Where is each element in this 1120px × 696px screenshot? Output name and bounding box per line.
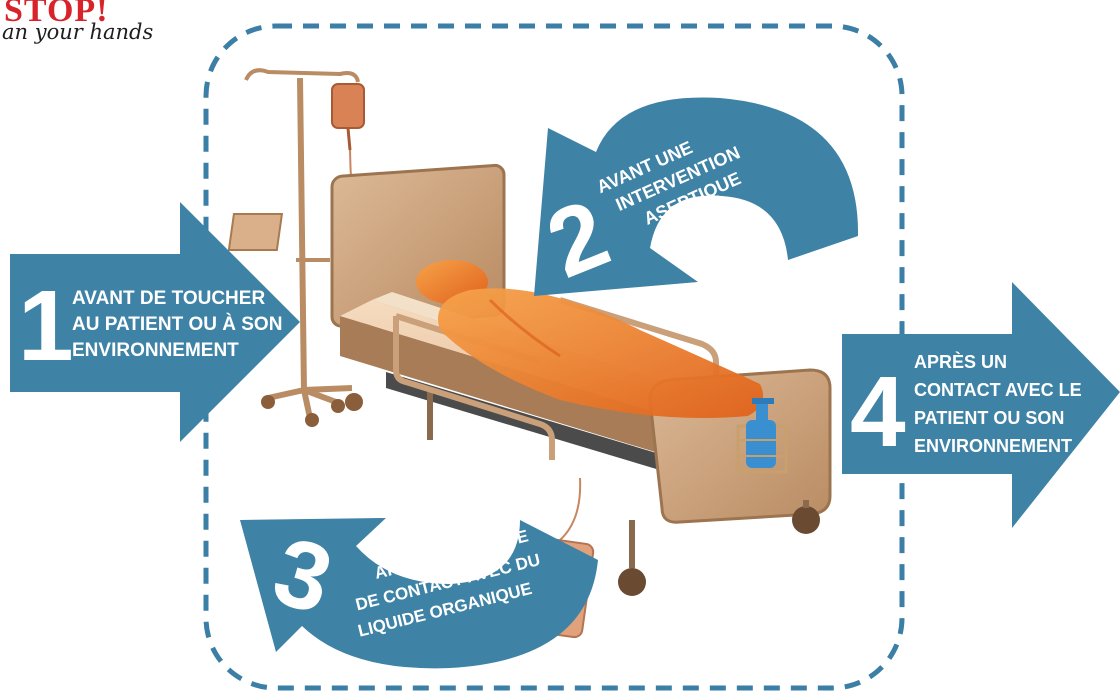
moment-4-line-2: CONTACT AVEC LE bbox=[914, 380, 1082, 400]
moment-4-number: 4 bbox=[850, 356, 906, 468]
moment-4-line-3: PATIENT OU SON bbox=[914, 408, 1064, 428]
moment-1-line-1: AVANT DE TOUCHER bbox=[72, 288, 265, 309]
moment-4-line-1: APRÈS UN bbox=[914, 351, 1007, 372]
moment-3-arrow: 3 APRÈS UN RISQUE DE CONTACT AVEC DU LIQ… bbox=[240, 517, 598, 668]
moment-1-number: 1 bbox=[18, 270, 74, 382]
moment-4-arrow: 4 APRÈS UN CONTACT AVEC LE PATIENT OU SO… bbox=[842, 282, 1120, 528]
stop-logo-tagline: an your hands bbox=[2, 20, 153, 44]
moment-2-arrow: 2 AVANT UNE INTERVENTION ASEPTIQUE bbox=[533, 97, 858, 298]
moment-1-line-2: AU PATIENT OU À SON bbox=[72, 313, 282, 335]
moment-1-line-3: ENVIRONNEMENT bbox=[72, 340, 239, 361]
moment-4-line-4: ENVIRONNEMENT bbox=[914, 436, 1072, 456]
